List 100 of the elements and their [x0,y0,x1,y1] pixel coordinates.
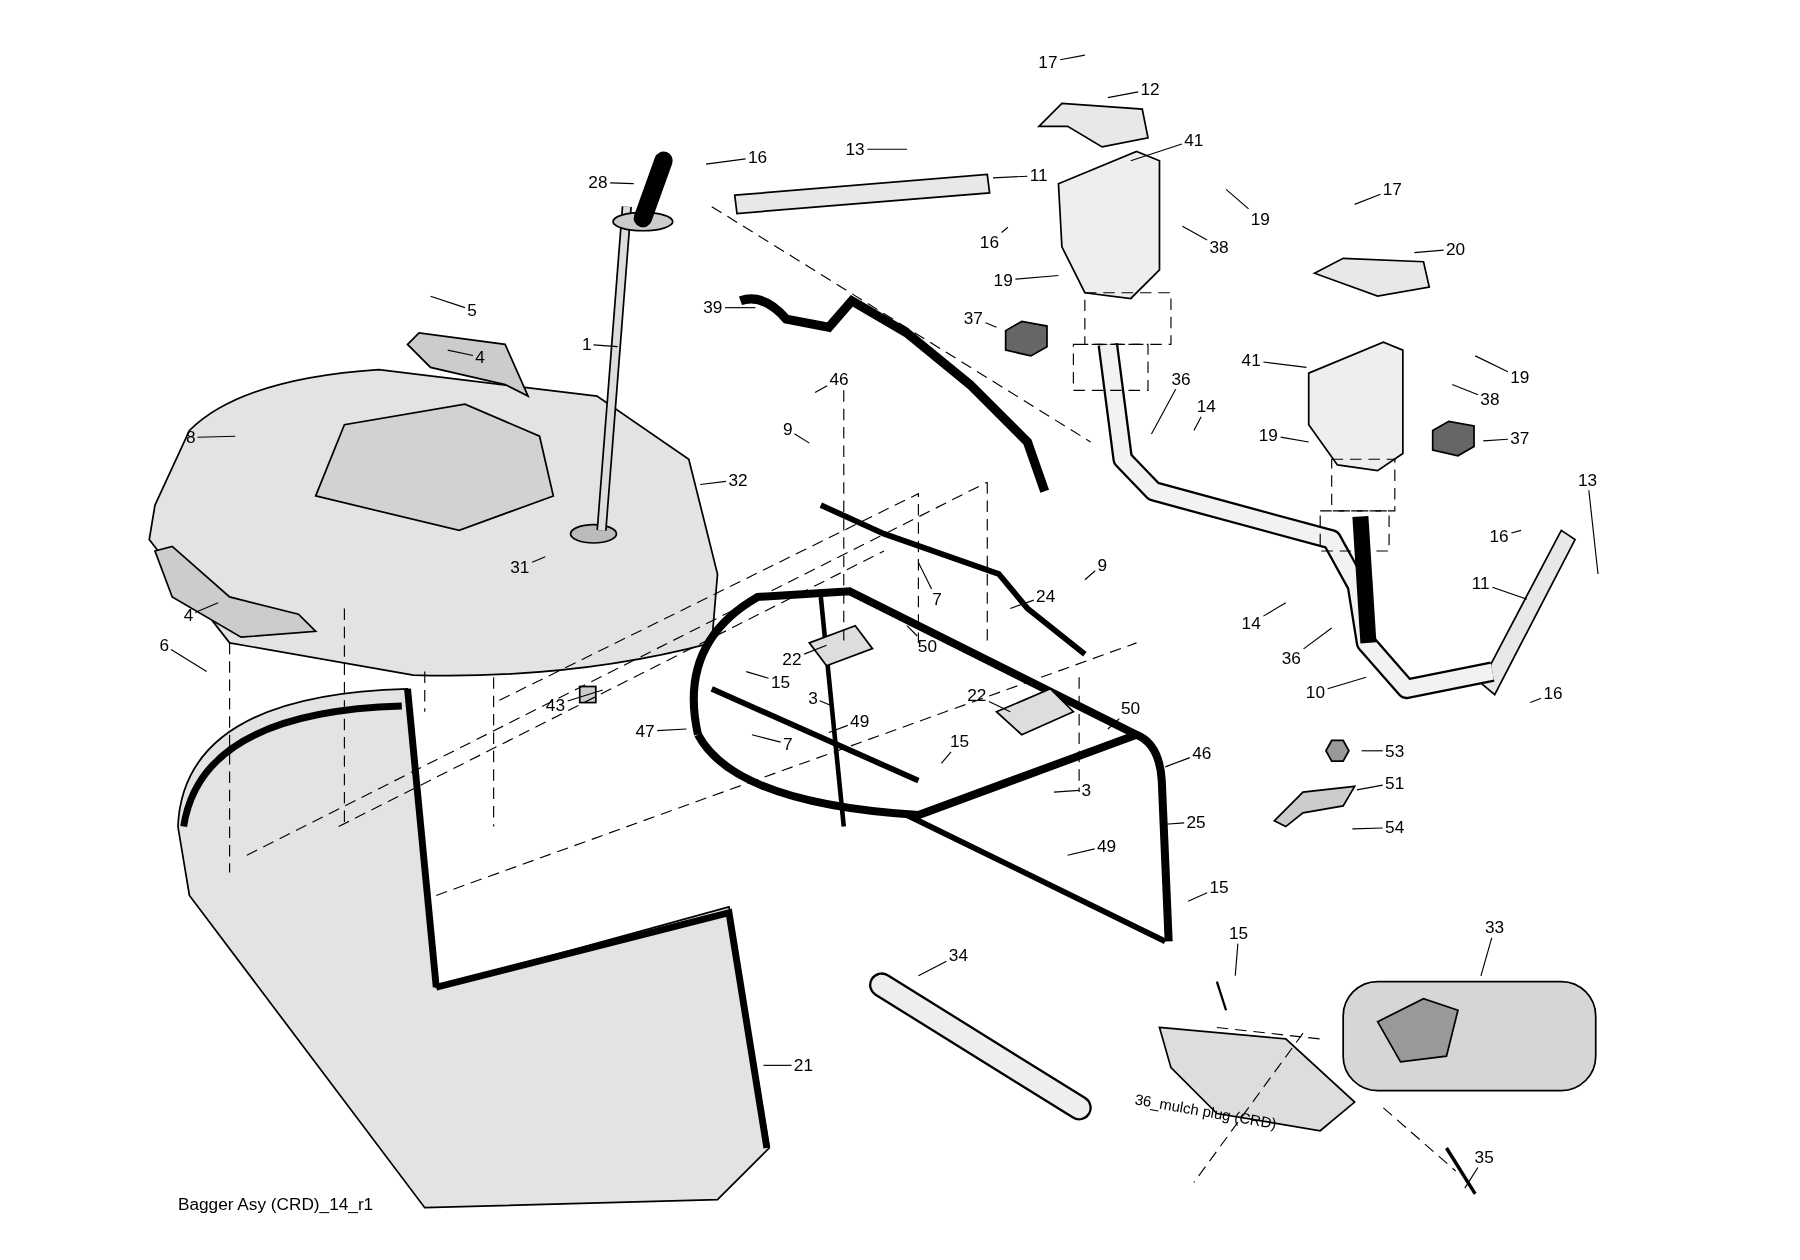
callout-number: 6 [159,636,170,655]
callout-number: 35 [1474,1148,1494,1167]
leader-line [917,561,933,590]
callout-number: 20 [1445,239,1466,259]
callout-number: 50 [1121,699,1141,718]
callout-number: 16 [1489,526,1509,546]
leader-line [170,648,208,673]
callout-number: 4 [475,347,485,367]
callout-number: 36 [1281,648,1301,667]
leader-line [1225,188,1250,210]
leader-line [609,182,635,185]
callout-number: 51 [1385,773,1405,793]
callout-number: 37 [1510,429,1530,448]
leader-line [751,734,782,743]
callout-number: 19 [1510,368,1530,387]
callout-number: 53 [1385,741,1405,760]
callout-number: 41 [1241,351,1261,370]
callout-number: 46 [1192,743,1212,763]
drawing-reference: Bagger Asy (CRD)_14_r1 [177,1193,374,1214]
callout-number: 15 [949,732,970,751]
callout-number: 22 [782,649,802,669]
callout-number: 49 [1096,836,1117,856]
callout-number: 39 [703,298,723,317]
callout-number: 10 [1305,683,1325,702]
callout-number: 13 [845,140,865,159]
callout-number: 15 [770,672,791,692]
callout-number: 3 [1081,780,1091,799]
leader-line [940,751,952,764]
leader-line [1327,676,1367,690]
leader-line [1059,54,1086,61]
callout-number: 17 [1382,180,1402,199]
callout-number: 16 [979,233,999,252]
callout-number: 22 [967,686,987,705]
callout-number: 34 [948,945,968,965]
leader-line [1474,355,1509,373]
callout-number: 25 [1186,812,1206,832]
leader-line [1480,937,1493,977]
leader-line [1262,602,1287,617]
callout-number: 7 [782,734,793,754]
callout-number: 36 [1171,369,1191,388]
leader-line [1588,489,1599,575]
callout-number: 9 [1097,555,1108,574]
callout-number: 37 [963,308,983,328]
leader-line [1529,697,1542,704]
callout-number: 50 [917,637,937,656]
callout-number: 16 [1543,684,1563,703]
callout-number: 15 [1228,924,1249,943]
leader-line [1107,91,1139,99]
leader-line [447,349,474,357]
callout-number: 19 [1250,210,1270,229]
leader-line [803,644,828,655]
leader-line [724,307,756,309]
callout-number: 49 [850,711,870,731]
callout-number: 13 [1577,470,1598,490]
callout-number: 3 [808,688,818,708]
callout-number: 19 [993,270,1013,290]
callout-number: 41 [1184,130,1204,150]
callout-number: 21 [793,1056,813,1075]
callout-number: 8 [186,428,196,447]
callout-number: 4 [183,606,194,625]
leader-line [1193,416,1202,432]
callout-number: 16 [747,148,768,167]
callout-number: 5 [467,300,477,320]
leader-line [819,700,833,707]
leader-line [1053,789,1080,793]
leader-line [567,689,604,702]
leader-line [988,700,1011,713]
leader-line [1262,361,1307,368]
callout-number: 12 [1140,80,1160,99]
callout-number: 14 [1196,397,1216,416]
leader-line [985,322,998,328]
callout-number: 32 [728,470,748,490]
leader-line [1001,226,1009,233]
leader-line [745,671,770,679]
leader-line [1360,750,1384,752]
leader-line [1234,943,1239,977]
callout-number: 17 [1038,52,1058,72]
leader-line [1181,225,1208,241]
leader-line [1164,757,1191,768]
leader-line [1067,848,1096,856]
leader-line [1354,193,1382,205]
leader-line [1150,388,1177,435]
leader-line [429,295,466,309]
leader-line [1413,249,1445,254]
callout-number: 38 [1480,390,1500,409]
leader-line [906,625,918,637]
leader-line [1084,570,1096,581]
leader-line [1491,586,1528,600]
leader-line [1164,822,1185,825]
leader-line [1187,892,1208,902]
callout-number: 11 [1471,574,1490,593]
leader-line [1009,599,1035,609]
callout-number: 19 [1258,425,1278,445]
callout-number: 1 [582,335,592,354]
leader-line [1482,438,1509,442]
callout-number: 54 [1385,818,1405,837]
leader-line [1351,827,1384,830]
leader-line [1451,384,1479,396]
leader-line [762,1064,793,1066]
leader-line [1464,1166,1479,1189]
